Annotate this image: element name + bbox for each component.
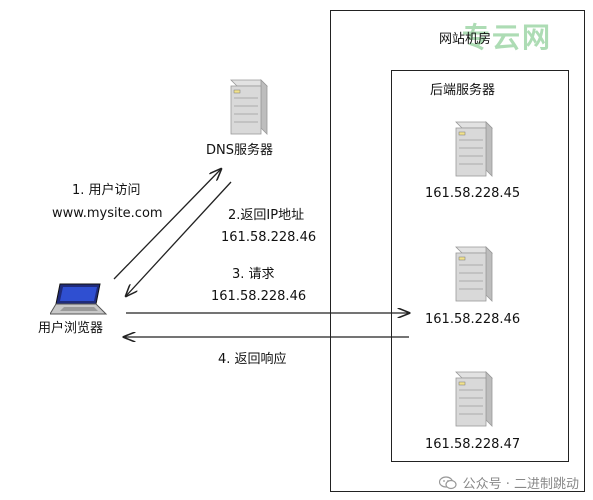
step1-detail: www.mysite.com <box>52 206 163 221</box>
datacenter-box <box>330 10 585 492</box>
dns-server-icon <box>225 76 269 142</box>
dns-server-label: DNS服务器 <box>206 143 273 158</box>
server-ip-1: 161.58.228.45 <box>425 186 521 201</box>
footer-text: 公众号 · 二进制跳动 <box>462 477 579 492</box>
laptop-icon <box>49 282 110 322</box>
server-ip-2: 161.58.228.46 <box>425 312 521 327</box>
backend-box <box>391 70 569 462</box>
step2-detail: 161.58.228.46 <box>221 230 317 245</box>
step2-title: 2.返回IP地址 <box>228 208 305 223</box>
server-ip-3: 161.58.228.47 <box>425 437 521 452</box>
backend-label: 后端服务器 <box>430 83 496 98</box>
arrow-user-request-dns <box>113 169 221 280</box>
wechat-icon <box>438 475 457 490</box>
step3-detail: 161.58.228.46 <box>211 289 307 304</box>
step3-title: 3. 请求 <box>232 267 275 282</box>
server-icon-3 <box>450 368 494 434</box>
watermark-logo: 专云网 <box>462 21 553 54</box>
client-label: 用户浏览器 <box>38 321 104 336</box>
arrow-dns-return-ip <box>126 181 232 296</box>
step1-title: 1. 用户访问 <box>72 183 141 198</box>
step4-title: 4. 返回响应 <box>218 352 287 367</box>
server-icon-1 <box>450 118 494 184</box>
server-icon-2 <box>450 243 494 309</box>
datacenter-label: 网站机房 <box>439 32 492 47</box>
footer-attribution: 公众号 · 二进制跳动 <box>438 473 579 492</box>
